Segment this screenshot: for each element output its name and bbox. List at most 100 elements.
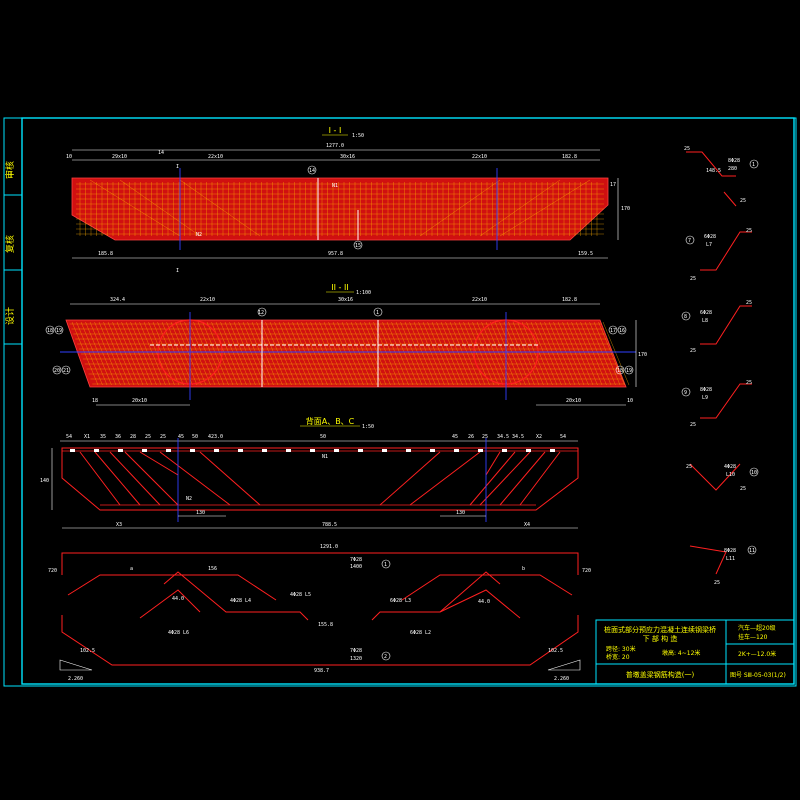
dim-text: 10 bbox=[627, 398, 633, 404]
dim-text: 720 bbox=[48, 568, 57, 574]
rebar-line bbox=[467, 321, 495, 386]
dim-text: 22x10 bbox=[200, 297, 215, 303]
dim-text: 50 bbox=[320, 434, 326, 440]
rebar-line bbox=[413, 321, 441, 386]
rebar-line bbox=[368, 321, 396, 386]
dim-text: 25 bbox=[740, 198, 746, 204]
rebar-line bbox=[346, 321, 373, 386]
dim-text: 155.8 bbox=[318, 622, 333, 628]
inner-border bbox=[21, 117, 795, 685]
rebar-line bbox=[157, 321, 184, 386]
section-2-view: II - II 1:100 324.4 22x10 30x16 22x10 18… bbox=[45, 283, 647, 406]
bent-bar bbox=[124, 451, 179, 506]
rebar-line bbox=[499, 321, 526, 386]
rebar-line bbox=[242, 321, 270, 386]
right-detail-mark: 8 bbox=[684, 314, 687, 320]
rebar-tick bbox=[286, 449, 291, 452]
rebar-line bbox=[431, 321, 459, 386]
load-info-2: 挂车—120 bbox=[738, 633, 768, 641]
rebar-line bbox=[404, 321, 432, 386]
rebar-tick bbox=[406, 449, 411, 452]
rebar-line bbox=[310, 321, 337, 386]
dim-text: X4 bbox=[524, 522, 530, 528]
dim-text: 25 bbox=[746, 228, 752, 234]
rebar-line bbox=[152, 321, 180, 386]
rebar-tick bbox=[118, 449, 123, 452]
sidebar-label-check: 复核 bbox=[4, 235, 16, 253]
dim-text: 182.8 bbox=[562, 154, 577, 160]
dim-text: 28 bbox=[130, 434, 136, 440]
rebar-line bbox=[589, 321, 616, 386]
rebar-tick bbox=[262, 449, 267, 452]
dim-text: 25 bbox=[746, 300, 752, 306]
rebar-line bbox=[251, 321, 279, 386]
dim-text: 14 bbox=[158, 150, 164, 156]
rebar-tick bbox=[238, 449, 243, 452]
dim-text: 140 bbox=[40, 478, 49, 484]
rebar-grid-1 bbox=[76, 179, 604, 237]
rebar-line bbox=[508, 321, 535, 386]
bar-mark: 18 bbox=[617, 368, 623, 374]
rebar-line bbox=[98, 321, 126, 386]
section-3-scale: 1:50 bbox=[362, 424, 374, 430]
rebar-line bbox=[175, 321, 202, 386]
right-detail-sub: L8 bbox=[702, 318, 708, 324]
rebar-line bbox=[458, 321, 486, 386]
bent-bar bbox=[519, 451, 561, 506]
dim-text: 2.260 bbox=[68, 676, 83, 682]
rebar-tick bbox=[334, 449, 339, 452]
dim-text: 18 bbox=[92, 398, 98, 404]
sidebar-label-review: 审核 bbox=[4, 161, 16, 179]
rebar-line bbox=[521, 321, 549, 386]
rebar-line bbox=[256, 321, 283, 386]
section-1-scale: 1:50 bbox=[352, 133, 364, 139]
section-mark: I bbox=[176, 164, 179, 170]
dim-text: 25 bbox=[482, 434, 488, 440]
top-bar-label-2: 1400 bbox=[350, 564, 362, 570]
right-detail-sub: L7 bbox=[706, 242, 712, 248]
dim-text: 45 bbox=[178, 434, 184, 440]
rebar-line bbox=[94, 321, 121, 386]
rebar-line bbox=[557, 321, 585, 386]
bent-bar bbox=[119, 179, 201, 237]
right-detail-mark: 10 bbox=[751, 470, 757, 476]
dim-text: X2 bbox=[536, 434, 542, 440]
rebar-line bbox=[580, 321, 607, 386]
rebar-line bbox=[121, 321, 148, 386]
dim-text: 2.260 bbox=[554, 676, 569, 682]
rebar-line bbox=[350, 321, 378, 386]
right-detail-label: 8Φ28 bbox=[724, 548, 736, 554]
rebar-line bbox=[391, 321, 418, 386]
rebar-line bbox=[427, 321, 454, 386]
dim-text: 25 bbox=[714, 580, 720, 586]
rebar-line bbox=[593, 321, 621, 386]
bent-bar bbox=[89, 179, 181, 237]
dim-text: 102.5 bbox=[80, 648, 95, 654]
dim-text: 25 bbox=[740, 486, 746, 492]
bar-mark: 21 bbox=[63, 368, 69, 374]
rebar-line bbox=[139, 321, 166, 386]
dim-text: a bbox=[130, 566, 133, 572]
right-detail-label: 8Φ28 bbox=[700, 387, 712, 393]
rebar-line bbox=[562, 321, 589, 386]
rebar-line bbox=[359, 321, 387, 386]
rebar-line bbox=[314, 321, 342, 386]
rebar-line bbox=[490, 321, 517, 386]
dim-text: 22x10 bbox=[472, 154, 487, 160]
rebar-grid-2 bbox=[69, 321, 630, 386]
bent-bar bbox=[479, 451, 531, 506]
rebar-tick bbox=[526, 449, 531, 452]
rebar-line bbox=[440, 321, 468, 386]
bottom-bar-label-2: 1320 bbox=[350, 656, 362, 662]
bent-bar bbox=[479, 179, 561, 237]
rebar-line bbox=[539, 321, 567, 386]
span-info: 跨径: 30米 bbox=[606, 645, 636, 653]
rebar-line bbox=[512, 321, 540, 386]
rebar-line bbox=[422, 321, 450, 386]
rebar-line bbox=[503, 321, 531, 386]
bar-mark: N1 bbox=[322, 454, 328, 460]
dim-text: 788.5 bbox=[322, 522, 337, 528]
sidebar-label-design: 设计 bbox=[4, 307, 16, 325]
bar-mark: 12 bbox=[258, 310, 264, 316]
right-detail-mark: 7 bbox=[688, 238, 691, 244]
